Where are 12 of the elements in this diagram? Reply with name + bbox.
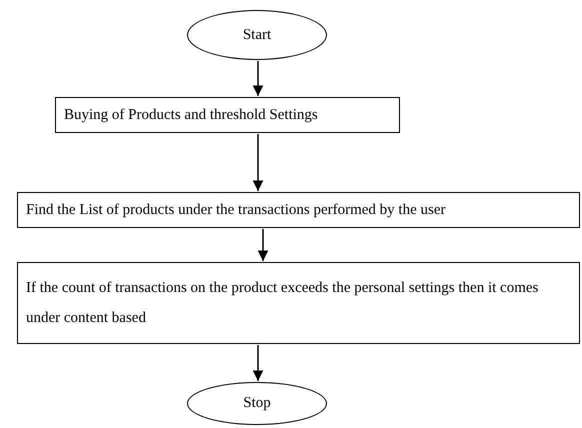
node-text: Buying of Products and threshold Settings bbox=[64, 106, 318, 124]
process-box bbox=[17, 262, 580, 344]
arrow bbox=[258, 229, 268, 261]
node-text: Stop bbox=[243, 394, 271, 413]
node-text: If the count of transactions on the product exceeds the personal settings then it comes under content based bbox=[26, 279, 540, 328]
process-box bbox=[55, 97, 400, 133]
arrow bbox=[252, 134, 264, 191]
process-box bbox=[17, 192, 580, 228]
node-text: Start bbox=[242, 26, 272, 44]
node-text: Find the List of products under the transactions performed by the user bbox=[26, 200, 446, 220]
arrow bbox=[252, 61, 264, 96]
arrow bbox=[252, 345, 264, 381]
